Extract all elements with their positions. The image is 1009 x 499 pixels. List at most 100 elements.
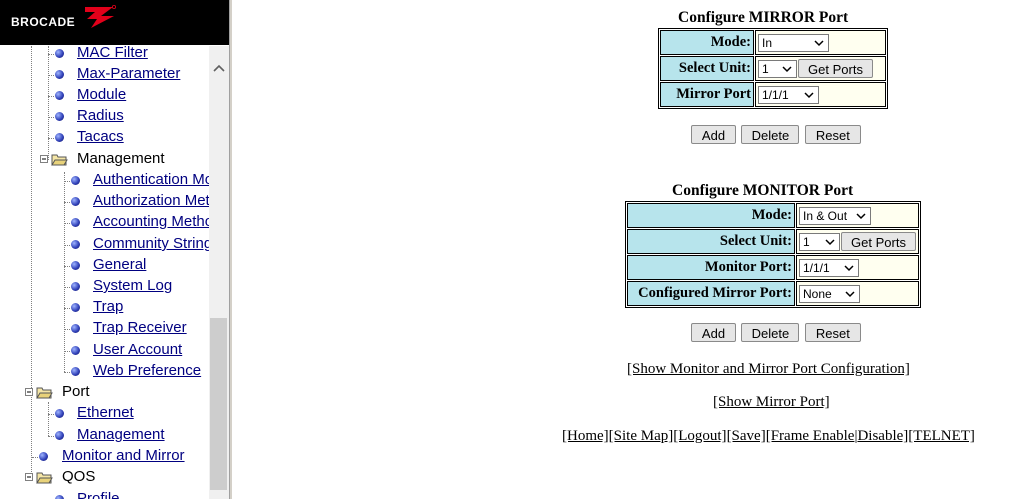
mirror-port-cell: 1/1/1 <box>755 82 886 107</box>
footer-links: [Home][Site Map][Logout][Save][Frame Ena… <box>562 428 975 445</box>
open-folder-icon <box>40 154 68 166</box>
mirror-unit-label: Select Unit: <box>660 56 754 81</box>
show-mirror-port-link[interactable]: [Show Mirror Port] <box>713 394 830 410</box>
nav-label: Management <box>77 150 165 167</box>
nav-scrollbar[interactable] <box>209 46 229 499</box>
nav-link[interactable]: Authorization Method <box>93 192 209 209</box>
brocade-logo: BROCADE <box>0 0 229 45</box>
nav-link[interactable]: Tacacs <box>77 128 124 145</box>
bullet-icon <box>71 346 80 355</box>
monitor-get-ports-button[interactable]: Get Ports <box>841 232 916 251</box>
configured-mirror-port-select[interactable]: None <box>799 284 860 303</box>
mirror-add-button[interactable]: Add <box>691 125 736 144</box>
separator: | <box>854 428 858 444</box>
nav-link[interactable]: Module <box>77 86 127 103</box>
monitor-reset-button[interactable]: Reset <box>804 323 861 342</box>
scroll-thumb[interactable] <box>210 318 227 490</box>
nav-link[interactable]: Max-Parameter <box>77 65 181 82</box>
bullet-icon <box>71 303 80 312</box>
nav-label: Port <box>62 383 90 400</box>
nav-link[interactable]: Trap <box>93 298 124 315</box>
bullet-icon <box>55 112 64 121</box>
show-monitor-mirror-config-link[interactable]: [Show Monitor and Mirror Port Configurat… <box>627 361 910 377</box>
nav-link[interactable]: Ethernet <box>77 404 134 421</box>
chevron-down-icon <box>825 238 835 245</box>
chevron-down-icon <box>844 264 854 271</box>
monitor-add-button[interactable]: Add <box>691 323 736 342</box>
show-config-link-container: [Show Monitor and Mirror Port Configurat… <box>627 361 910 378</box>
nav-link[interactable]: Monitor and Mirror <box>62 447 185 464</box>
mirror-mode-label: Mode: <box>660 30 754 55</box>
save-link[interactable]: [Save] <box>726 428 766 444</box>
nav-link[interactable]: General <box>93 256 147 273</box>
bullet-icon <box>71 197 80 206</box>
show-mirror-link-container: [Show Mirror Port] <box>713 394 830 411</box>
mirror-unit-value: 1 <box>762 61 769 76</box>
nav-link[interactable]: Authentication Mode <box>93 171 209 188</box>
nav-link[interactable]: Profile <box>77 490 120 499</box>
nav-link[interactable]: Web Preference <box>93 362 202 379</box>
configured-mirror-port-value: None <box>803 286 832 301</box>
nav-link[interactable]: Management <box>77 426 165 443</box>
home-link[interactable]: [Home] <box>562 428 609 444</box>
mirror-port-value: 1/1/1 <box>762 87 789 102</box>
nav-clipped-area: Profile <box>0 488 209 499</box>
chevron-down-icon <box>856 212 866 219</box>
monitor-port-value: 1/1/1 <box>803 260 830 275</box>
monitor-unit-cell: 1 Get Ports <box>796 229 919 254</box>
bullet-icon <box>71 218 80 227</box>
monitor-unit-value: 1 <box>803 234 810 249</box>
monitor-delete-button[interactable]: Delete <box>741 323 800 342</box>
mirror-reset-button[interactable]: Reset <box>804 125 861 144</box>
bullet-icon <box>55 70 64 79</box>
mirror-port-select[interactable]: 1/1/1 <box>758 85 819 104</box>
mirror-mode-cell: In <box>755 30 886 55</box>
mirror-delete-button[interactable]: Delete <box>741 125 800 144</box>
mirror-unit-select[interactable]: 1 <box>758 59 797 78</box>
mirror-title: Configure MIRROR Port <box>678 9 849 26</box>
mirror-mode-select[interactable]: In <box>758 33 829 52</box>
monitor-unit-select[interactable]: 1 <box>799 232 840 251</box>
bullet-icon <box>71 367 80 376</box>
mirror-port-label: Mirror Port <box>660 82 754 107</box>
nav-link[interactable]: User Account <box>93 341 183 358</box>
nav-link[interactable]: System Log <box>93 277 173 294</box>
monitor-mode-value: In & Out <box>803 208 848 223</box>
monitor-port-cell: 1/1/1 <box>796 255 919 280</box>
open-folder-icon <box>25 472 53 484</box>
nav-link[interactable]: Radius <box>77 107 124 124</box>
bullet-icon <box>71 240 80 249</box>
telnet-link[interactable]: [TELNET] <box>908 428 975 444</box>
frame-divider[interactable] <box>229 0 232 499</box>
scroll-up-button[interactable] <box>209 60 229 80</box>
chevron-down-icon <box>814 39 824 46</box>
monitor-title: Configure MONITOR Port <box>672 182 854 199</box>
mirror-button-row: Add Delete Reset <box>691 125 861 144</box>
mirror-config-table: Mode: In Select Unit: 1 Get Ports Mirror… <box>658 28 888 109</box>
bullet-icon <box>39 452 48 461</box>
chevron-up-icon <box>213 64 225 72</box>
nav-link[interactable]: Accounting Method <box>93 213 209 230</box>
bullet-icon <box>55 495 64 499</box>
nav-link[interactable]: Community String <box>93 235 209 252</box>
logo-text: BROCADE <box>11 15 76 29</box>
mirror-get-ports-button[interactable]: Get Ports <box>798 59 873 78</box>
frame-disable-link[interactable]: Disable] <box>857 428 909 444</box>
bullet-icon <box>55 409 64 418</box>
site-map-link[interactable]: [Site Map] <box>608 428 674 444</box>
bullet-icon <box>55 49 64 58</box>
nav-link[interactable]: MAC Filter <box>77 44 148 61</box>
nav-label: QOS <box>62 468 96 485</box>
bullet-icon <box>71 282 80 291</box>
bullet-icon <box>55 91 64 100</box>
configured-mirror-port-cell: None <box>796 281 919 306</box>
nav-submenu-management: Authentication Mode Authorization Method… <box>0 170 209 384</box>
monitor-mode-select[interactable]: In & Out <box>799 206 871 225</box>
bullet-icon <box>71 176 80 185</box>
frame-enable-link[interactable]: [Frame Enable <box>765 428 855 444</box>
monitor-port-select[interactable]: 1/1/1 <box>799 258 859 277</box>
nav-link[interactable]: Trap Receiver <box>93 319 187 336</box>
logout-link[interactable]: [Logout] <box>673 428 727 444</box>
mirror-unit-cell: 1 Get Ports <box>755 56 886 81</box>
open-folder-icon <box>25 387 53 399</box>
